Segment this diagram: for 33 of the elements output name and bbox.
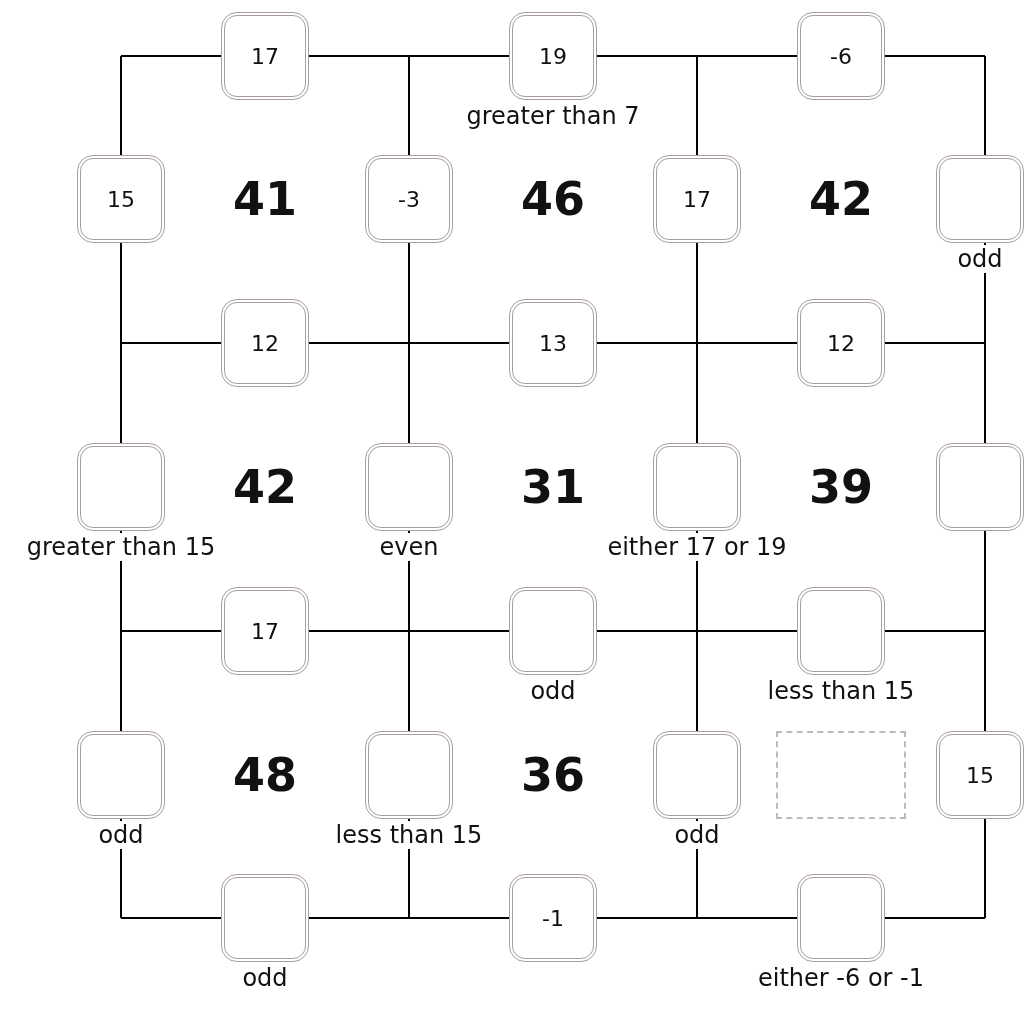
cell-sum: 42 — [809, 172, 873, 226]
answer-box — [221, 874, 309, 962]
answer-box — [77, 443, 165, 531]
cell-sum: 39 — [809, 460, 873, 514]
answer-box — [509, 587, 597, 675]
answer-box — [653, 443, 741, 531]
answer-box — [797, 587, 885, 675]
answer-box — [653, 731, 741, 819]
number-box: 19 — [509, 12, 597, 100]
answer-box — [77, 731, 165, 819]
number-box: -6 — [797, 12, 885, 100]
number-box: 12 — [797, 299, 885, 387]
number-box: 17 — [221, 12, 309, 100]
answer-box — [936, 443, 1024, 531]
number-box: -1 — [509, 874, 597, 962]
number-box: 13 — [509, 299, 597, 387]
answer-box — [797, 874, 885, 962]
cell-sum: 48 — [233, 748, 297, 802]
number-box: -3 — [365, 155, 453, 243]
cell-sum: 46 — [521, 172, 585, 226]
answer-box — [936, 155, 1024, 243]
number-box: 15 — [936, 731, 1024, 819]
placeholder-box — [776, 731, 906, 819]
cell-sum: 41 — [233, 172, 297, 226]
answer-box — [365, 443, 453, 531]
number-box: 15 — [77, 155, 165, 243]
answer-box — [365, 731, 453, 819]
cell-sum: 42 — [233, 460, 297, 514]
cell-sum: 36 — [521, 748, 585, 802]
cell-sum: 31 — [521, 460, 585, 514]
number-box: 12 — [221, 299, 309, 387]
number-box: 17 — [221, 587, 309, 675]
number-box: 17 — [653, 155, 741, 243]
